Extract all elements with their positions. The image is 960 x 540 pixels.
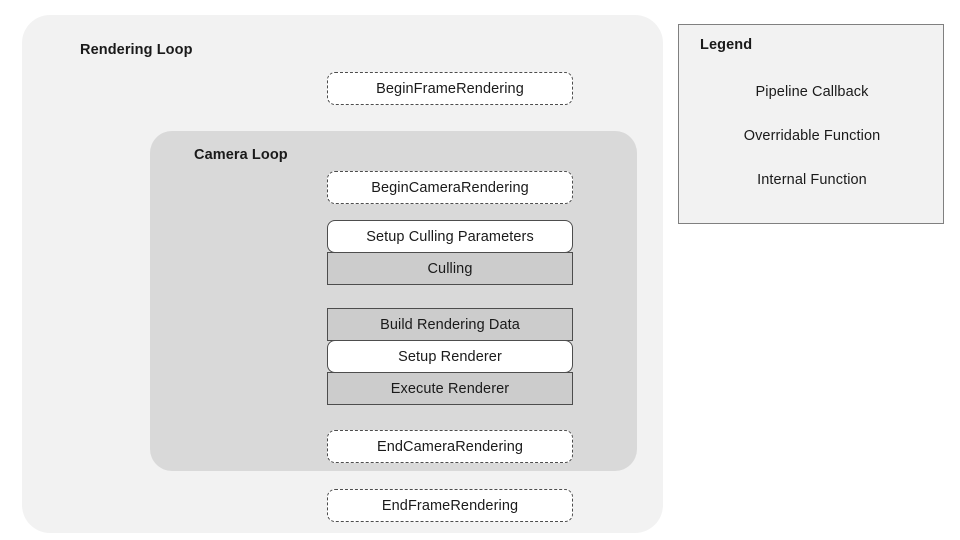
legend-item-overridable-function: Overridable Function	[743, 127, 881, 144]
node-execute-renderer[interactable]: Execute Renderer	[327, 372, 573, 405]
node-setup-renderer[interactable]: Setup Renderer	[327, 340, 573, 373]
node-build-rendering-data[interactable]: Build Rendering Data	[327, 308, 573, 341]
rendering-loop-title: Rendering Loop	[80, 42, 193, 58]
legend-title: Legend	[700, 37, 753, 53]
node-end-camera-rendering[interactable]: EndCameraRendering	[327, 430, 573, 463]
legend-item-internal-function: Internal Function	[757, 171, 867, 188]
node-begin-frame-rendering[interactable]: BeginFrameRendering	[327, 72, 573, 105]
node-culling[interactable]: Culling	[327, 252, 573, 285]
camera-loop-title: Camera Loop	[194, 147, 288, 163]
legend-item-pipeline-callback: Pipeline Callback	[755, 83, 869, 100]
legend-panel: Legend Pipeline Callback Overridable Fun…	[678, 24, 944, 224]
node-end-frame-rendering[interactable]: EndFrameRendering	[327, 489, 573, 522]
node-begin-camera-rendering[interactable]: BeginCameraRendering	[327, 171, 573, 204]
node-setup-culling-parameters[interactable]: Setup Culling Parameters	[327, 220, 573, 253]
